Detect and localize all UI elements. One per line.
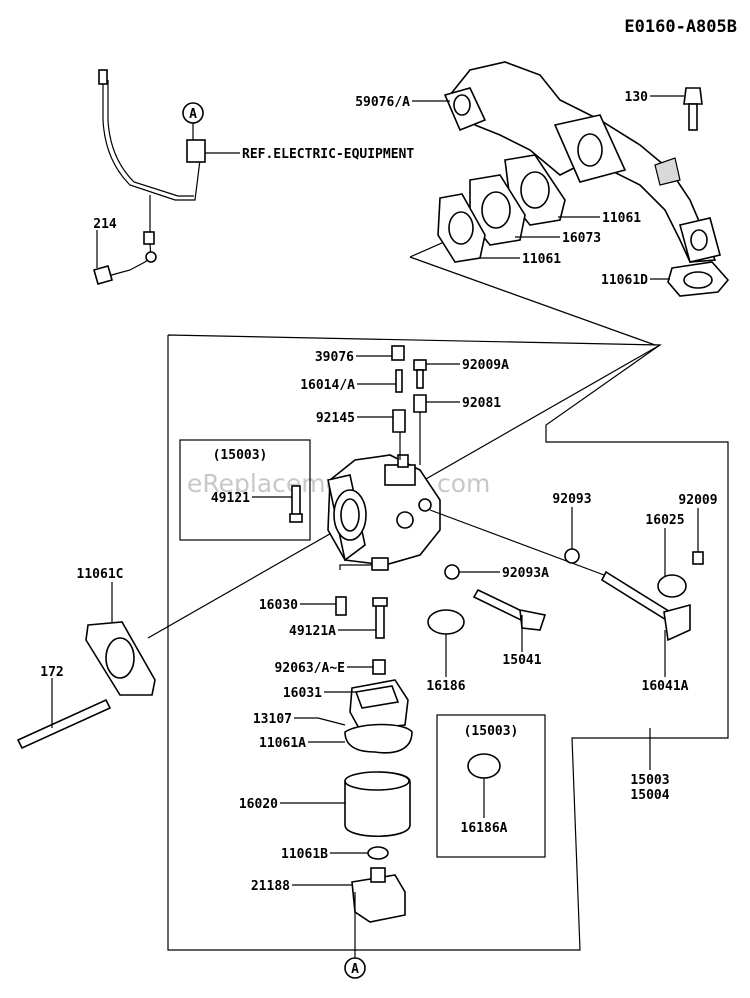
diaphragm-16186a [467, 753, 501, 779]
label-214: 214 [93, 217, 117, 232]
top-screws [391, 345, 427, 465]
gaskets [437, 154, 566, 263]
label-16186a: 16186A [461, 821, 508, 836]
label-16186: 16186 [426, 679, 465, 694]
label-15003: 15003 [630, 773, 669, 788]
label-15041: 15041 [502, 653, 541, 668]
callout-a-top-letter: A [189, 107, 197, 122]
label-49121a: 49121A [289, 624, 336, 639]
label-16030: 16030 [259, 598, 298, 613]
subassembly-label-diaphragm: (15003) [464, 724, 519, 739]
label-92081: 92081 [462, 396, 501, 411]
label-11061-b: 11061 [522, 252, 561, 267]
callout-a-bottom [344, 957, 366, 979]
label-92009a: 92009A [462, 358, 509, 373]
subassembly-box-diaphragm [436, 714, 546, 858]
label-11061b: 11061B [281, 847, 328, 862]
label-172: 172 [40, 665, 63, 680]
label-11061-a: 11061 [602, 211, 641, 226]
label-16073: 16073 [562, 231, 601, 246]
stud-172 [16, 698, 112, 750]
label-16031: 16031 [283, 686, 322, 701]
subassembly-label-jet: (15003) [213, 448, 268, 463]
label-21188: 21188 [251, 879, 290, 894]
lower-parts [317, 596, 413, 923]
ref-note: REF.ELECTRIC-EQUIPMENT [242, 147, 414, 162]
leader-lines [51, 95, 699, 886]
label-11061a: 11061A [259, 736, 306, 751]
jet-49121 [289, 485, 303, 523]
throttle-shaft [427, 509, 704, 642]
label-130: 130 [625, 90, 649, 105]
subassembly-box-jet [179, 439, 311, 541]
label-59076: 59076/A [355, 95, 410, 110]
gasket-11061c [85, 621, 156, 696]
label-11061d: 11061D [601, 273, 648, 288]
carburetor-body [327, 454, 441, 571]
intake-manifold [443, 61, 721, 263]
label-16025: 16025 [645, 513, 684, 528]
label-49121: 49121 [211, 491, 250, 506]
lead-wire [93, 69, 206, 285]
label-16014: 16014/A [300, 378, 355, 393]
label-39076: 39076 [315, 350, 354, 365]
callout-a-bottom-letter: A [351, 962, 359, 977]
assembly-boundary [167, 334, 729, 951]
label-92063: 92063/A~E [275, 661, 345, 676]
label-13107: 13107 [253, 712, 292, 727]
label-15004: 15004 [630, 788, 669, 803]
label-92093a: 92093A [502, 566, 549, 581]
label-11061c: 11061C [77, 567, 124, 582]
manifold-link-line [409, 256, 656, 346]
label-92009: 92009 [678, 493, 717, 508]
gasket-11061d [667, 261, 730, 297]
label-92093: 92093 [552, 492, 591, 507]
label-16041a: 16041A [642, 679, 689, 694]
label-16020: 16020 [239, 797, 278, 812]
label-92145: 92145 [316, 411, 355, 426]
diagram-id: E0160-A805B [624, 17, 737, 37]
part-labels: 59076/A 130 214 11061 16073 11061 11061D… [40, 90, 717, 894]
bolt-130 [683, 87, 703, 131]
